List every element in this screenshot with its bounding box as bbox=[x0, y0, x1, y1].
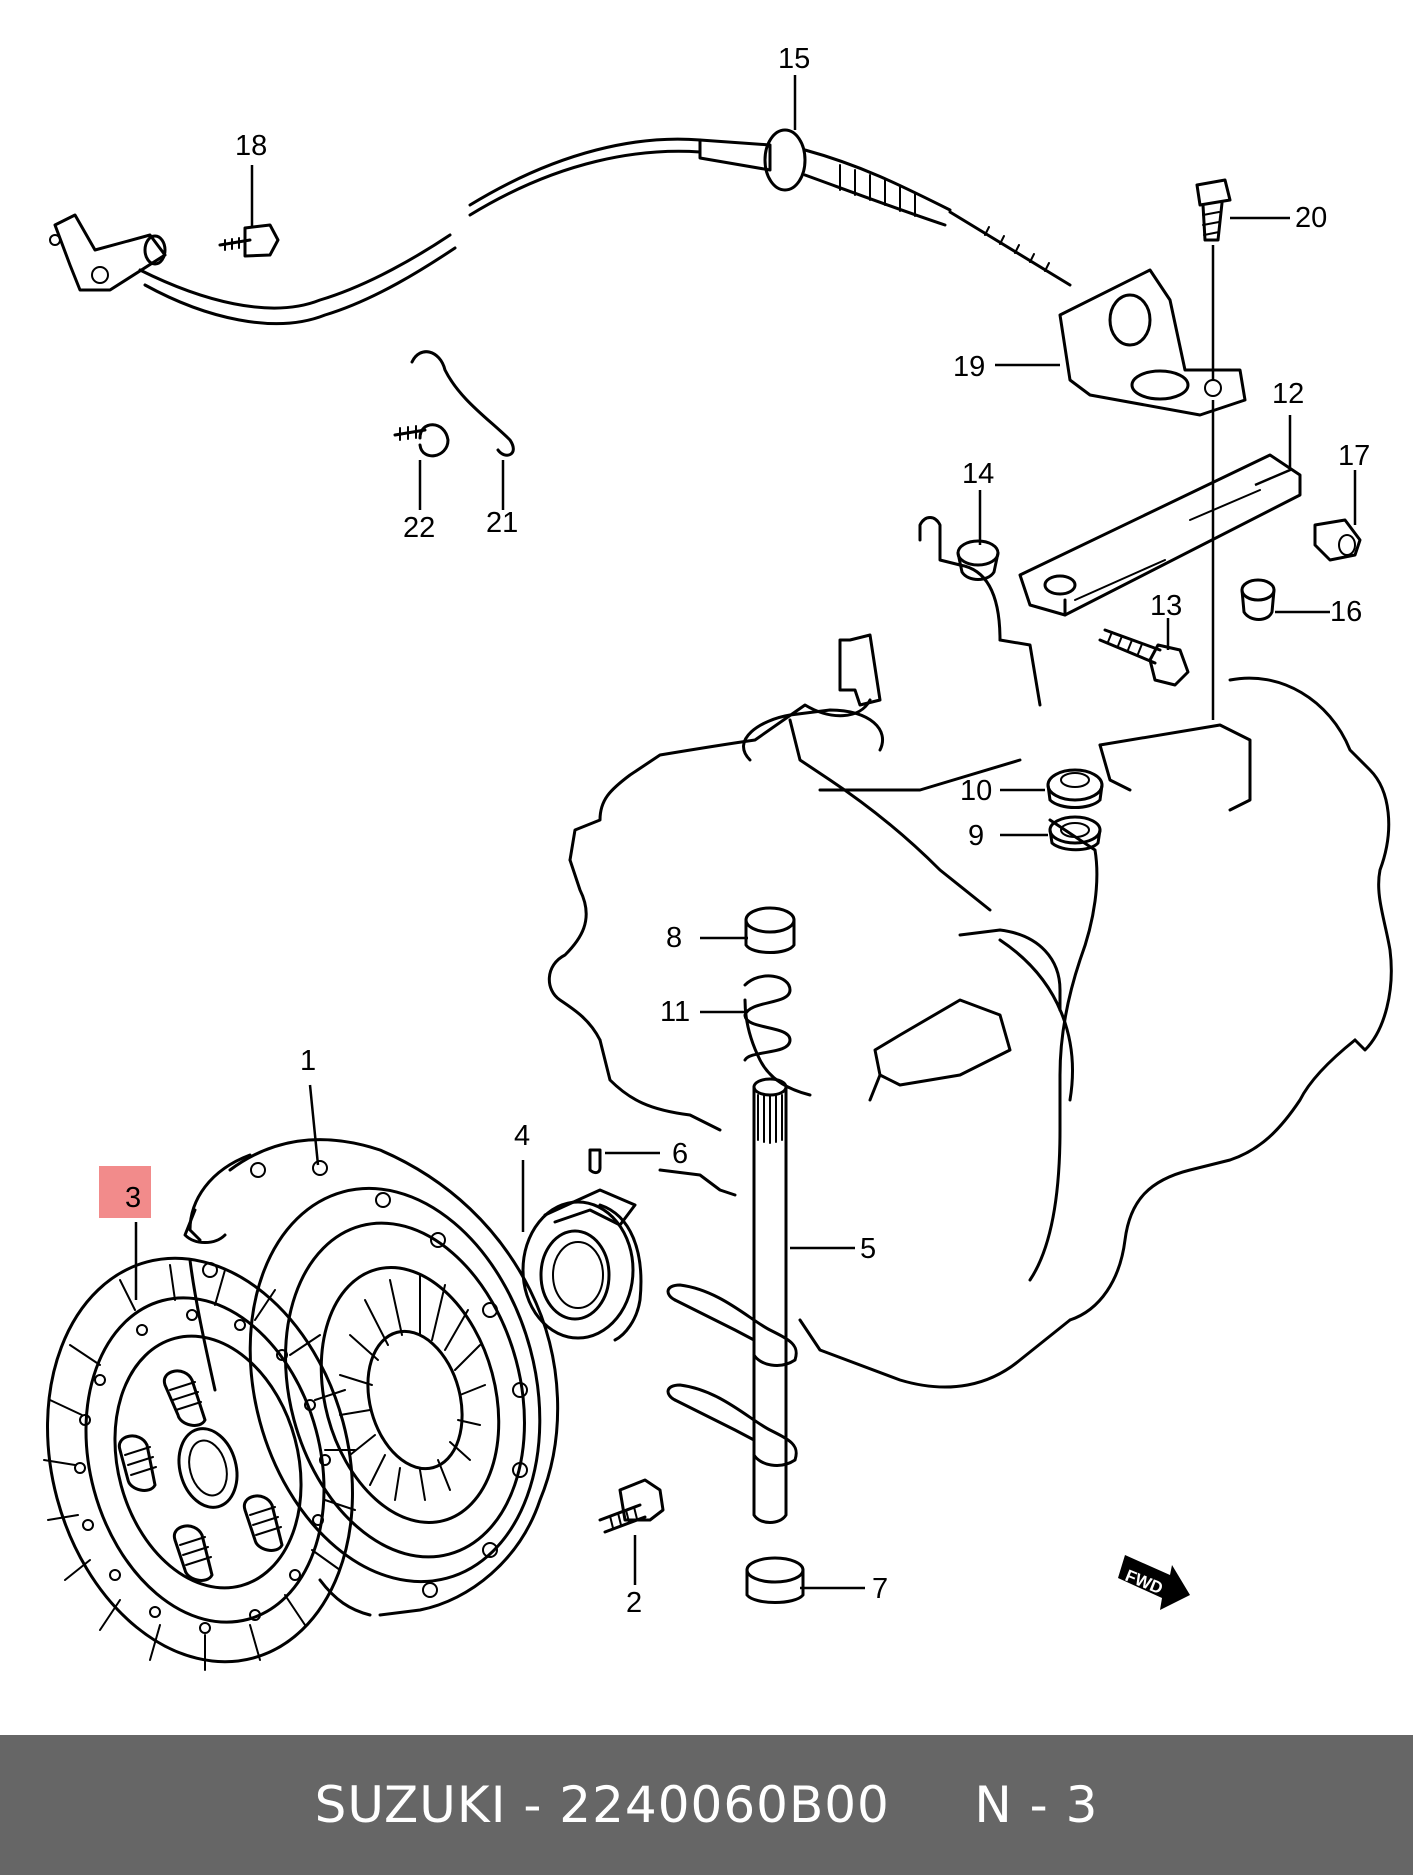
part-11-spring bbox=[743, 974, 792, 1062]
transmission-case bbox=[547, 516, 1393, 1389]
part-14-bush bbox=[956, 539, 1000, 581]
callout-1: 1 bbox=[300, 1045, 316, 1077]
part-5-release-shaft bbox=[666, 1077, 798, 1524]
callout-4: 4 bbox=[514, 1120, 530, 1152]
callout-6: 6 bbox=[672, 1138, 688, 1170]
callout-16: 16 bbox=[1330, 596, 1362, 628]
footer-bar: SUZUKI - 2240060B00 N - 3 bbox=[0, 1735, 1413, 1875]
part-12-release-arm bbox=[1018, 453, 1302, 617]
part-6-pin bbox=[588, 1148, 602, 1175]
callout-12: 12 bbox=[1272, 378, 1304, 410]
callout-9: 9 bbox=[968, 820, 984, 852]
part-19-bracket bbox=[1058, 268, 1247, 417]
part-22-bolt bbox=[393, 423, 450, 458]
part-1-clutch-cover bbox=[183, 1138, 560, 1617]
part-20-bolt bbox=[1195, 178, 1232, 242]
callout-18: 18 bbox=[235, 130, 267, 162]
callout-15: 15 bbox=[778, 43, 810, 75]
clutch-cable bbox=[49, 128, 1072, 326]
callout-13: 13 bbox=[1150, 590, 1182, 622]
callout-14: 14 bbox=[962, 458, 994, 490]
part-9-spring-washer bbox=[1048, 815, 1102, 852]
part-4-release-bearing bbox=[521, 1188, 643, 1342]
callout-10: 10 bbox=[960, 775, 992, 807]
part-8-bush bbox=[744, 906, 796, 954]
callout-5: 5 bbox=[860, 1233, 876, 1265]
callout-7: 7 bbox=[872, 1573, 888, 1605]
callout-22: 22 bbox=[403, 512, 435, 544]
part-2-bolt bbox=[598, 1478, 665, 1534]
highlight-box bbox=[99, 1166, 151, 1218]
callout-2: 2 bbox=[626, 1587, 642, 1619]
fwd-arrow-icon: FWD bbox=[1118, 1555, 1190, 1610]
part-21-clip bbox=[410, 350, 515, 457]
part-number-caption: SUZUKI - 2240060B00 N - 3 bbox=[314, 1776, 1099, 1834]
callout-3: 3 bbox=[125, 1182, 141, 1214]
clutch-parts-diagram: FWD 15 18 20 19 12 17 14 bbox=[43, 43, 1393, 1671]
part-16-bush bbox=[1240, 578, 1276, 621]
part-7-bush bbox=[745, 1556, 805, 1604]
part-13-bolt bbox=[1098, 628, 1190, 687]
callout-21: 21 bbox=[486, 507, 518, 539]
callout-8: 8 bbox=[666, 922, 682, 954]
callout-17: 17 bbox=[1338, 440, 1370, 472]
callout-19: 19 bbox=[953, 351, 985, 383]
part-10-seal bbox=[1046, 768, 1104, 809]
part-18-bolt bbox=[218, 223, 280, 258]
callout-20: 20 bbox=[1295, 202, 1327, 234]
part-3-clutch-disc bbox=[43, 1256, 356, 1671]
callouts: 15 18 20 19 12 17 14 16 13 22 21 10 9 8 … bbox=[125, 43, 1370, 1619]
part-17-nut bbox=[1313, 518, 1362, 562]
leader-lines bbox=[134, 75, 1357, 1590]
callout-11: 11 bbox=[660, 996, 690, 1028]
